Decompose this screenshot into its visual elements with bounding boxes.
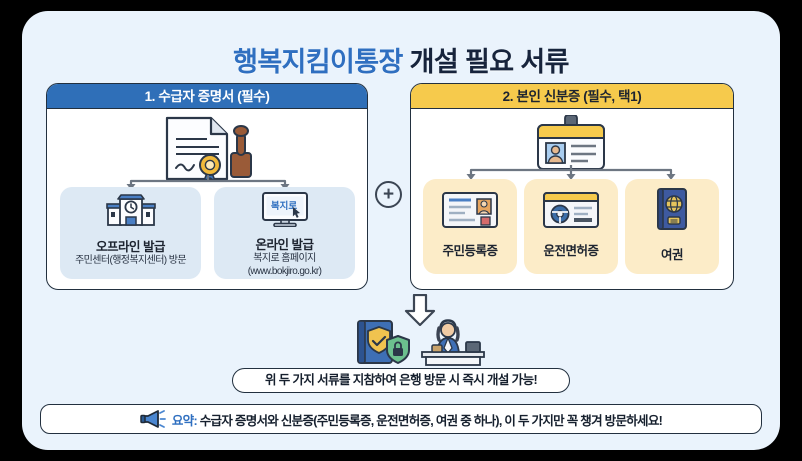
option-desc-online-1: 복지로 홈페이지 (253, 253, 316, 264)
id-label-driver: 운전면허증 (543, 244, 599, 258)
result-banner: 위 두 가지 서류를 지참하여 은행 방문 시 즉시 개설 가능! (232, 368, 570, 393)
section-header-2: 2. 본인 신분증 (필수, 택1) (411, 84, 733, 109)
driver-license-icon (543, 192, 599, 228)
option-card-passport[interactable]: 여권 (625, 179, 719, 274)
passport-icon (657, 188, 687, 230)
plus-connector-icon: + (375, 181, 402, 208)
id-label-passport: 여권 (660, 248, 684, 262)
monitor-bokjiro-icon: 복지로 (261, 192, 308, 228)
option-card-resident-registration[interactable]: 주민등록증 (423, 179, 517, 274)
option-desc-online-2: (www.bokjiro.go.kr) (247, 265, 322, 277)
option-title-offline: 오프라인 발급 (96, 240, 165, 254)
certificate-stamp-icon (165, 116, 252, 182)
resident-card-icon (442, 192, 498, 228)
section-body-2: 주민등록증 운전면허증 (411, 109, 733, 289)
summary-keyword: 요약: (171, 413, 198, 428)
option-card-driver-license[interactable]: 운전면허증 (524, 179, 618, 274)
down-arrow-icon (404, 294, 436, 326)
page-title-highlight: 행복지킴이통장 (233, 47, 403, 77)
page-title-rest: 개설 필요 서류 (402, 47, 570, 77)
megaphone-icon (140, 410, 166, 428)
id-label-resident: 주민등록증 (442, 244, 498, 258)
id-badge-icon (537, 115, 605, 170)
summary-text: 수급자 증명서와 신분증(주민등록증, 운전면허증, 여권 중 하나), 이 두… (199, 413, 663, 428)
section-panel-identification: 2. 본인 신분증 (필수, 택1) (410, 83, 734, 290)
option-card-online[interactable]: 복지로 온라인 발급 복지로 홈페이지 (www.bokjiro.go.kr) (214, 187, 355, 279)
summary-footer: 요약: 수급자 증명서와 신분증(주민등록증, 운전면허증, 여권 중 하나),… (40, 404, 762, 434)
section-header-1: 1. 수급자 증명서 (필수) (47, 84, 367, 109)
section-body-1: 오프라인 발급 주민센터(행정복지센터) 방문 복지로 온라인 발급 복지로 홈… (47, 109, 367, 289)
option-title-online: 온라인 발급 (255, 238, 314, 252)
branch-connector-three-icon (466, 165, 676, 180)
option-desc-offline: 주민센터(행정복지센터) 방문 (75, 255, 186, 266)
page-title: 행복지킴이통장 개설 필요 서류 (22, 40, 780, 79)
bank-teller-security-icon (357, 319, 485, 366)
svg-text:복지로: 복지로 (270, 200, 296, 212)
option-card-offline[interactable]: 오프라인 발급 주민센터(행정복지센터) 방문 (60, 187, 201, 279)
section-panel-recipient-certificate: 1. 수급자 증명서 (필수) (46, 83, 368, 290)
infographic-card: 행복지킴이통장 개설 필요 서류 1. 수급자 증명서 (필수) (22, 11, 780, 450)
community-center-building-icon (105, 194, 156, 226)
